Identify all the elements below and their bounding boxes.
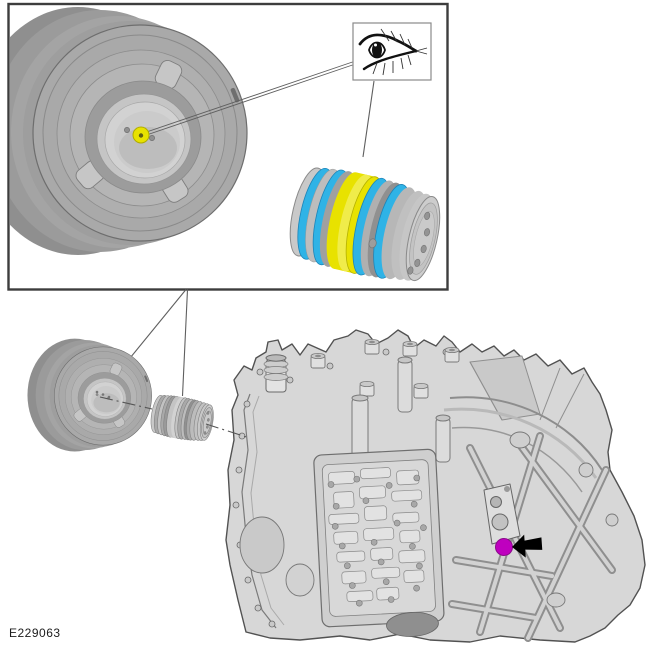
valve-body [313, 448, 445, 637]
inspection-point-highlight [132, 126, 150, 144]
eye-inspect-box [352, 22, 432, 81]
fluid-filler-tube [263, 354, 289, 393]
torque-converter [27, 338, 152, 452]
bolt-holes [232, 348, 504, 628]
case-towers [351, 356, 451, 463]
sensor-bracket [483, 483, 521, 545]
transmission-assembly [225, 329, 646, 643]
callout-line-eye-to-sleeve [362, 80, 375, 158]
pointer-arrow-icon [512, 534, 543, 558]
callout-line-to-eye [147, 61, 353, 135]
detail-inset-content [10, 6, 441, 282]
top-bosses [310, 338, 460, 399]
axis-centerline [99, 396, 249, 439]
eye-icon [358, 28, 428, 76]
figure-id-label: E229063 [9, 626, 61, 640]
seal-sleeve [150, 395, 214, 441]
housing-bosses [239, 431, 619, 608]
seal-sleeve-detail [289, 167, 441, 282]
inspection-point-marker [495, 538, 513, 556]
